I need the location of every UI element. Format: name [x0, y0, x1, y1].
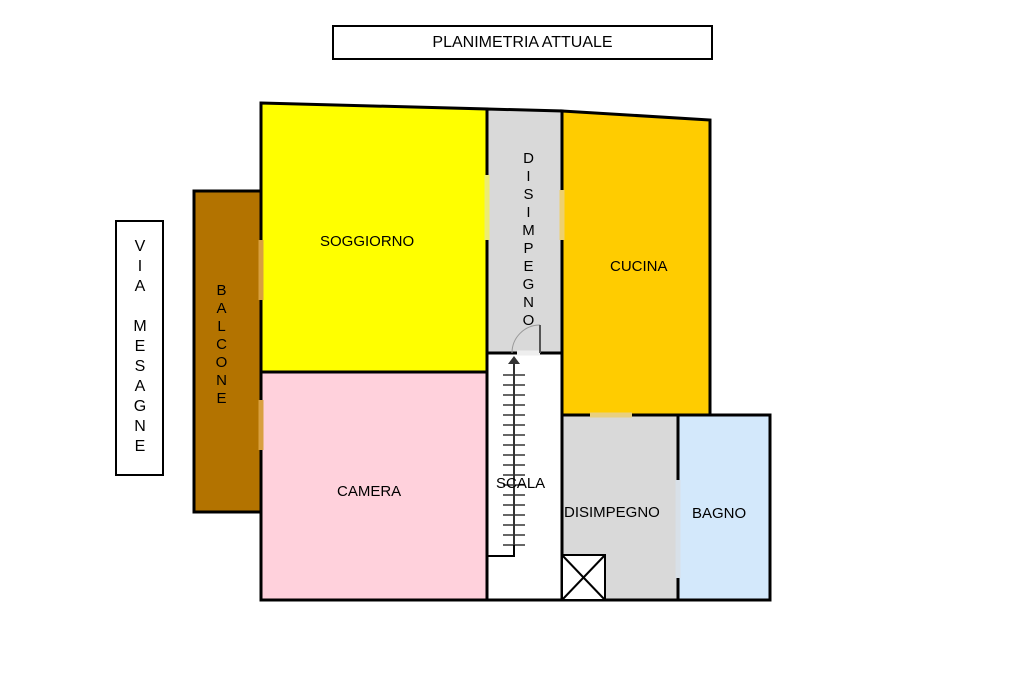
label-cucina: CUCINA	[610, 258, 668, 275]
stair-base	[487, 545, 515, 557]
label-bagno: BAGNO	[692, 505, 747, 522]
title-box: PLANIMETRIA ATTUALE	[332, 25, 713, 60]
label-disimpegno-bottom: DISIMPEGNO	[564, 504, 660, 521]
stair-arrow-head	[508, 356, 520, 364]
shaft-icon	[561, 554, 606, 601]
door-swing	[511, 324, 541, 354]
plan-title: PLANIMETRIA ATTUALE	[432, 33, 613, 51]
label-scala: SCALA	[496, 475, 546, 492]
street-label: VIA MESAGNE	[131, 238, 149, 458]
label-balcone: BALCONE	[213, 282, 230, 408]
street-box: VIA MESAGNE	[115, 220, 164, 476]
door-openings	[258, 175, 681, 578]
label-soggiorno: SOGGIORNO	[320, 233, 415, 250]
label-camera: CAMERA	[337, 483, 402, 500]
label-disimpegno-top: DISIMPEGNO	[520, 150, 537, 330]
